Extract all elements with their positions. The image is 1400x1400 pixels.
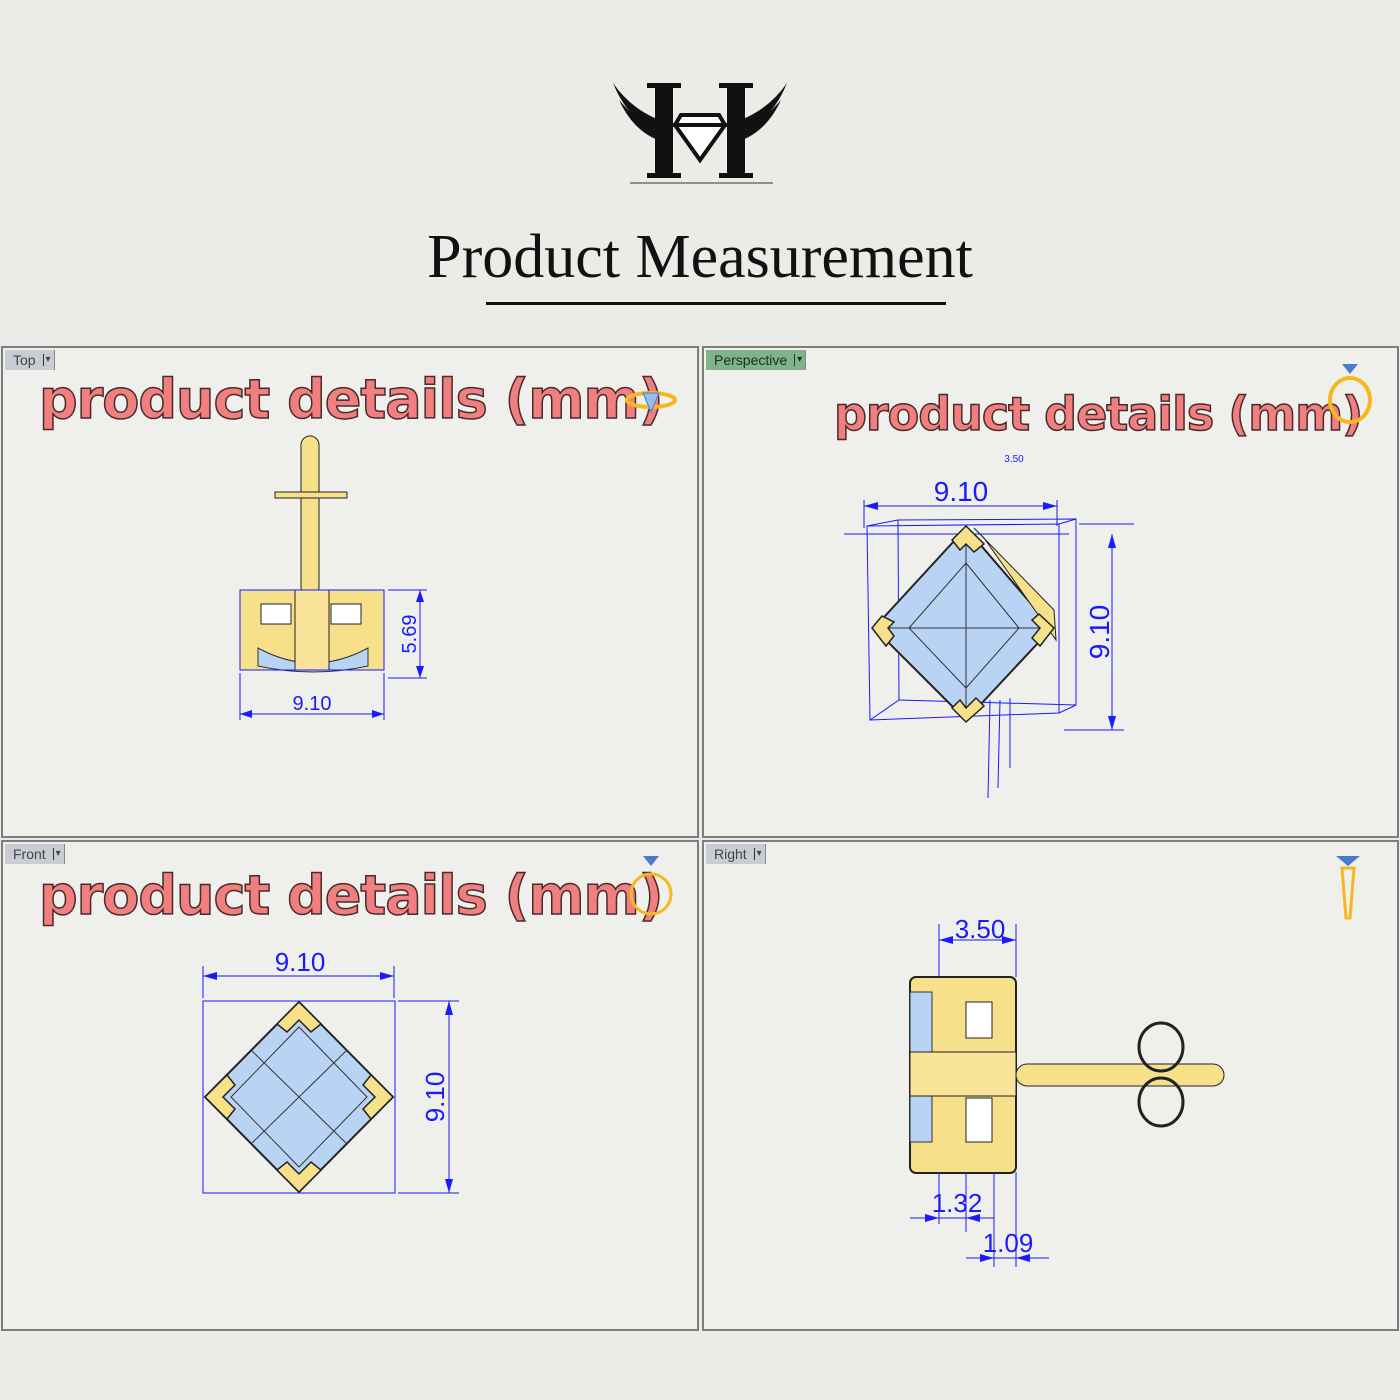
viewport-tab-perspective[interactable]: Perspective ▾ xyxy=(706,350,807,370)
right-d2-dimension: 1.09 xyxy=(983,1228,1034,1258)
viewport-label: Perspective xyxy=(714,352,788,368)
panel-title: product details (mm) xyxy=(38,368,664,431)
top-height-dimension: 5.69 xyxy=(399,615,421,654)
front-width-dimension: 9.10 xyxy=(275,947,326,977)
front-view-drawing: 9.10 9.10 xyxy=(202,856,673,1194)
right-d1-dimension: 1.32 xyxy=(932,1188,983,1218)
top-view-drawing: 9.10 5.69 xyxy=(239,391,677,720)
perspective-height-dimension: 9.10 xyxy=(1084,605,1115,660)
earring-side-icon xyxy=(1336,856,1360,920)
page-title: Product Measurement xyxy=(427,223,973,291)
viewport-label: Right xyxy=(714,846,747,862)
panel-title: product details (mm) xyxy=(38,864,664,927)
brand-logo xyxy=(613,83,787,184)
viewport-tab-top[interactable]: Top ▾ xyxy=(5,350,55,370)
dropdown-arrow-icon[interactable]: ▾ xyxy=(52,848,61,860)
title-underline xyxy=(486,302,946,305)
dropdown-arrow-icon[interactable]: ▾ xyxy=(753,848,762,860)
viewport-front[interactable]: Front ▾ product details (mm) 9.10 9.10 xyxy=(1,840,699,1331)
dropdown-arrow-icon[interactable]: ▾ xyxy=(794,354,802,366)
ring-icon xyxy=(1328,364,1372,424)
viewport-label: Top xyxy=(13,352,36,368)
perspective-view-drawing: 9.10 3.50 9.10 xyxy=(844,364,1372,799)
viewport-perspective[interactable]: Perspective ▾ product details (mm) 9.10 3… xyxy=(702,346,1399,838)
perspective-width-dimension: 9.10 xyxy=(934,476,989,507)
viewport-label: Front xyxy=(13,846,46,862)
viewport-tab-front[interactable]: Front ▾ xyxy=(5,844,65,864)
panel-title: product details (mm) xyxy=(833,387,1364,441)
dropdown-arrow-icon[interactable]: ▾ xyxy=(42,354,51,366)
viewport-right[interactable]: Right ▾ 3.50 1.32 1.09 xyxy=(702,840,1399,1331)
front-height-dimension: 9.10 xyxy=(420,1072,450,1123)
perspective-small-dimension: 3.50 xyxy=(1004,454,1024,465)
viewport-top[interactable]: Top ▾ product details (mm) 9.10 5.69 xyxy=(1,346,699,838)
earring-icon xyxy=(625,391,677,414)
top-width-dimension: 9.10 xyxy=(293,693,332,715)
right-view-drawing: 3.50 1.32 1.09 xyxy=(909,856,1360,1267)
ring-icon xyxy=(629,856,673,916)
right-depth-dimension: 3.50 xyxy=(955,914,1006,944)
viewport-tab-right[interactable]: Right ▾ xyxy=(706,844,766,864)
